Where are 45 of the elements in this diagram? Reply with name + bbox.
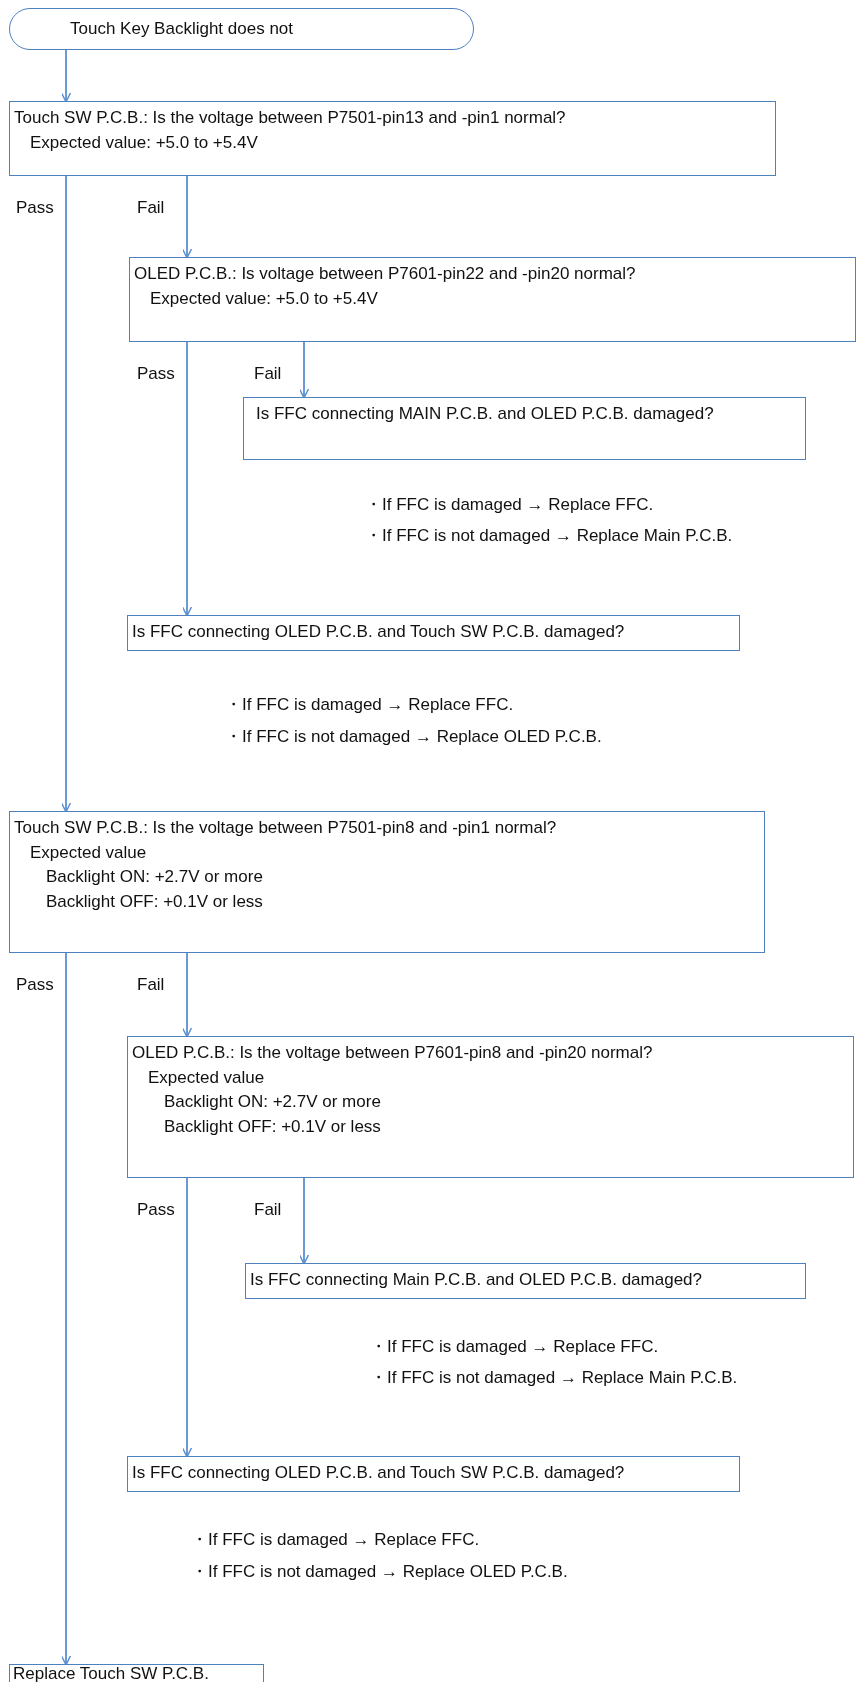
- arrow: [298, 1177, 310, 1265]
- process-box: [9, 101, 776, 176]
- arrow: [181, 341, 193, 617]
- box-text: OLED P.C.B.: Is the voltage between P7601-pin8 and -pin20 normal?: [132, 1042, 653, 1064]
- box-text: Expected value: +5.0 to +5.4V: [150, 287, 378, 310]
- note-text: ・If FFC is damaged → Replace FFC.: [225, 694, 514, 716]
- arrow: [60, 49, 72, 103]
- process-box: [129, 257, 856, 342]
- box-text: Is FFC connecting Main P.C.B. and OLED P.C.B. damaged?: [250, 1269, 702, 1291]
- arrow: [181, 1177, 193, 1458]
- note-text: ・If FFC is damaged → Replace FFC.: [191, 1529, 480, 1551]
- note-text: ・If FFC is damaged → Replace FFC.: [370, 1336, 659, 1358]
- box-text: Is FFC connecting MAIN P.C.B. and OLED P.C.B. damaged?: [256, 403, 714, 425]
- box-text: Expected value: [148, 1066, 265, 1089]
- process-box: [127, 1456, 740, 1492]
- note-text: ・If FFC is not damaged → Replace OLED P.C.B.: [191, 1561, 568, 1583]
- box-text: Backlight OFF: +0.1V or less: [46, 890, 263, 913]
- process-box: [9, 1664, 264, 1682]
- arrow: [60, 952, 72, 1666]
- terminal-box: [9, 8, 474, 50]
- arrow: [298, 341, 310, 399]
- note-text: ・If FFC is not damaged → Replace Main P.C.B.: [370, 1367, 738, 1389]
- process-box: [245, 1263, 806, 1299]
- box-text: Expected value: [30, 841, 147, 864]
- process-box: [127, 1036, 854, 1178]
- box-text: Replace Touch SW P.C.B.: [13, 1665, 209, 1682]
- note-text: ・If FFC is damaged → Replace FFC.: [365, 494, 654, 516]
- box-text: OLED P.C.B.: Is voltage between P7601-pin22 and -pin20 normal?: [134, 263, 636, 285]
- process-box: [243, 397, 806, 460]
- box-text: Backlight OFF: +0.1V or less: [164, 1115, 381, 1138]
- note-text: ・If FFC is not damaged → Replace Main P.C.B.: [365, 525, 733, 547]
- process-box: [127, 615, 740, 651]
- note-text: ・If FFC is not damaged → Replace OLED P.C.B.: [225, 726, 602, 748]
- box-text: Is FFC connecting OLED P.C.B. and Touch SW P.C.B. damaged?: [132, 621, 625, 643]
- box-text: Touch Key Backlight does not: [70, 18, 294, 40]
- arrow: [60, 175, 72, 813]
- box-text: Backlight ON: +2.7V or more: [46, 866, 263, 889]
- process-box: [9, 811, 765, 953]
- box-text: Touch SW P.C.B.: Is the voltage between P7501-pin13 and -pin1 normal?: [14, 107, 566, 129]
- box-text: Touch SW P.C.B.: Is the voltage between P7501-pin8 and -pin1 normal?: [14, 817, 557, 839]
- box-text: Is FFC connecting OLED P.C.B. and Touch SW P.C.B. damaged?: [132, 1462, 625, 1484]
- box-text: Backlight ON: +2.7V or more: [164, 1091, 381, 1114]
- arrow: [181, 952, 193, 1038]
- arrow: [181, 175, 193, 259]
- box-text: Expected value: +5.0 to +5.4V: [30, 131, 258, 154]
